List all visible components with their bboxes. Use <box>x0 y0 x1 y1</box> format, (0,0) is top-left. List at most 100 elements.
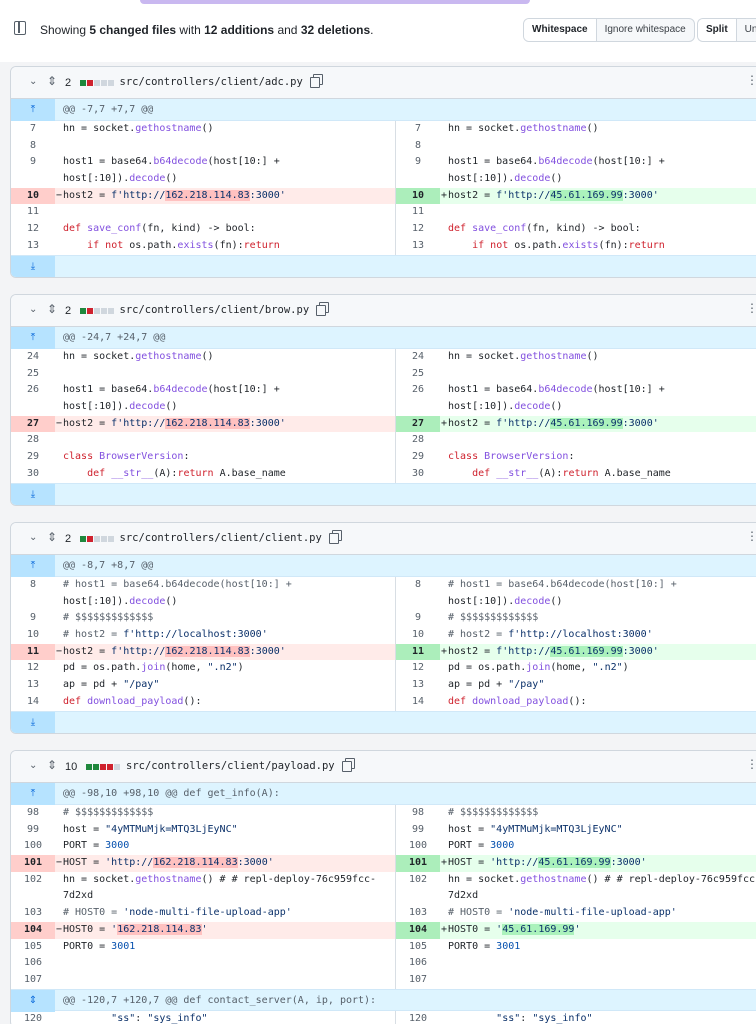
old-line-number[interactable]: 30 <box>26 467 40 479</box>
old-line-number[interactable]: 7 <box>29 123 37 134</box>
old-line-number[interactable]: 9 <box>29 156 37 168</box>
old-line-number[interactable]: 102 <box>23 873 43 885</box>
new-line-number[interactable]: 9 <box>414 612 422 624</box>
new-line-number[interactable]: 9 <box>414 156 422 168</box>
old-line-number[interactable]: 27 <box>11 415 55 433</box>
old-line-number[interactable]: 103 <box>23 907 43 919</box>
old-line-number[interactable]: 28 <box>26 434 40 446</box>
new-line-number[interactable]: 10 <box>411 629 425 641</box>
expand-all-icon[interactable]: ⇕ <box>47 758 58 772</box>
new-line-number[interactable]: 13 <box>411 679 425 691</box>
new-line-number[interactable]: 107 <box>408 973 428 985</box>
old-line-number[interactable]: 107 <box>23 973 43 985</box>
expand-all-icon[interactable]: ⇕ <box>47 530 58 544</box>
new-line-number[interactable]: 7 <box>414 123 422 134</box>
new-line-number[interactable]: 8 <box>414 579 422 590</box>
old-line-number[interactable]: 24 <box>26 351 40 362</box>
new-line-number[interactable]: 104 <box>396 921 440 939</box>
expand-all-icon[interactable]: ⇕ <box>47 74 58 88</box>
file-options-icon[interactable]: ⋮ <box>746 301 756 315</box>
collapse-chevron-icon[interactable]: ⌄ <box>29 532 38 543</box>
old-line-number[interactable]: 99 <box>26 823 40 835</box>
old-line-number[interactable]: 120 <box>23 1012 43 1024</box>
old-line-number[interactable]: 10 <box>11 187 55 205</box>
new-line-number[interactable]: 106 <box>408 957 428 969</box>
old-line-number[interactable]: 12 <box>26 223 40 235</box>
old-line-number[interactable]: 10 <box>26 629 40 641</box>
copy-path-icon[interactable] <box>309 74 323 88</box>
new-line-number[interactable]: 8 <box>414 139 422 151</box>
new-line-number[interactable]: 99 <box>411 823 425 835</box>
old-line-number[interactable]: 12 <box>26 662 40 674</box>
old-line-number[interactable]: 101 <box>11 855 55 872</box>
collapse-chevron-icon[interactable]: ⌄ <box>29 760 38 771</box>
copy-path-icon[interactable] <box>316 302 329 316</box>
whitespace-button[interactable]: Whitespace <box>524 19 597 41</box>
new-line-number[interactable]: 105 <box>408 940 428 952</box>
expand-down-icon[interactable]: ⤓ <box>11 711 55 733</box>
collapse-chevron-icon[interactable]: ⌄ <box>29 76 38 87</box>
new-line-number[interactable]: 13 <box>411 239 425 251</box>
new-line-number[interactable]: 11 <box>396 643 440 661</box>
new-line-number[interactable]: 102 <box>408 873 428 885</box>
new-line-number[interactable]: 101 <box>396 855 440 872</box>
split-view-button[interactable]: Split <box>698 19 737 41</box>
new-context-line: 120 "ss": "sys_info" <box>395 1010 756 1024</box>
old-line-number[interactable]: 9 <box>29 612 37 624</box>
new-line-number[interactable]: 12 <box>411 662 425 674</box>
file-options-icon[interactable]: ⋮ <box>746 757 756 771</box>
old-line-number[interactable]: 25 <box>26 367 40 379</box>
file-path-link[interactable]: src/controllers/client/adc.py <box>119 76 303 88</box>
file-options-icon[interactable]: ⋮ <box>746 529 756 543</box>
new-line-number[interactable]: 100 <box>408 840 428 852</box>
file-path-link[interactable]: src/controllers/client/brow.py <box>119 304 310 316</box>
new-line-number[interactable]: 14 <box>411 695 425 707</box>
ignore-whitespace-button[interactable]: Ignore whitespace <box>604 24 686 35</box>
old-line-number[interactable]: 100 <box>23 840 43 852</box>
new-line-number[interactable]: 10 <box>396 187 440 205</box>
expand-down-icon[interactable]: ⤓ <box>11 255 55 277</box>
new-line-number[interactable]: 26 <box>411 384 425 396</box>
new-line-number[interactable]: 98 <box>411 807 425 818</box>
new-line-number[interactable]: 120 <box>408 1012 428 1024</box>
new-line-number[interactable]: 103 <box>408 907 428 919</box>
old-line-number[interactable]: 13 <box>26 679 40 691</box>
old-line-number[interactable]: 11 <box>26 206 40 218</box>
new-line-number[interactable]: 28 <box>411 434 425 446</box>
old-line-number[interactable]: 98 <box>26 807 40 818</box>
addition-sign: + <box>440 645 448 657</box>
new-line-number[interactable]: 11 <box>411 206 425 218</box>
expand-up-icon[interactable]: ⤒ <box>11 555 55 577</box>
expand-all-icon[interactable]: ⇕ <box>47 302 58 316</box>
new-line-number[interactable]: 24 <box>411 351 425 362</box>
expand-icon[interactable]: ⇕ <box>11 989 55 1012</box>
expand-up-icon[interactable]: ⤒ <box>11 327 55 349</box>
old-line-number[interactable]: 14 <box>26 695 40 707</box>
old-line-number[interactable]: 104 <box>11 921 55 939</box>
old-line-number[interactable]: 105 <box>23 940 43 952</box>
expand-up-icon[interactable]: ⤒ <box>11 783 55 805</box>
new-line-number[interactable]: 30 <box>411 467 425 479</box>
new-line-number[interactable]: 12 <box>411 223 425 235</box>
old-line-number[interactable]: 11 <box>11 643 55 661</box>
copy-path-icon[interactable] <box>341 758 355 772</box>
old-line-number[interactable]: 8 <box>29 579 37 590</box>
old-line-number[interactable]: 26 <box>26 384 40 396</box>
new-line-number[interactable]: 25 <box>411 367 425 379</box>
old-line-number[interactable]: 8 <box>29 139 37 151</box>
new-line-number[interactable]: 29 <box>411 451 425 463</box>
expand-down-icon[interactable]: ⤓ <box>11 483 55 505</box>
collapse-chevron-icon[interactable]: ⌄ <box>29 304 38 315</box>
file-path-link[interactable]: src/controllers/client/payload.py <box>126 760 335 772</box>
file-tree-toggle-icon[interactable] <box>14 21 26 35</box>
expand-up-icon[interactable]: ⤒ <box>11 99 55 121</box>
copy-path-icon[interactable] <box>328 530 342 544</box>
unified-view-button[interactable]: Unified <box>744 24 756 35</box>
file-path-link[interactable]: src/controllers/client/client.py <box>119 532 322 544</box>
old-line-number[interactable]: 13 <box>26 239 40 251</box>
old-line-number[interactable]: 106 <box>23 957 43 969</box>
new-line-number[interactable]: 27 <box>396 415 440 433</box>
file-options-icon[interactable]: ⋮ <box>746 73 756 87</box>
old-line-number[interactable]: 29 <box>26 451 40 463</box>
